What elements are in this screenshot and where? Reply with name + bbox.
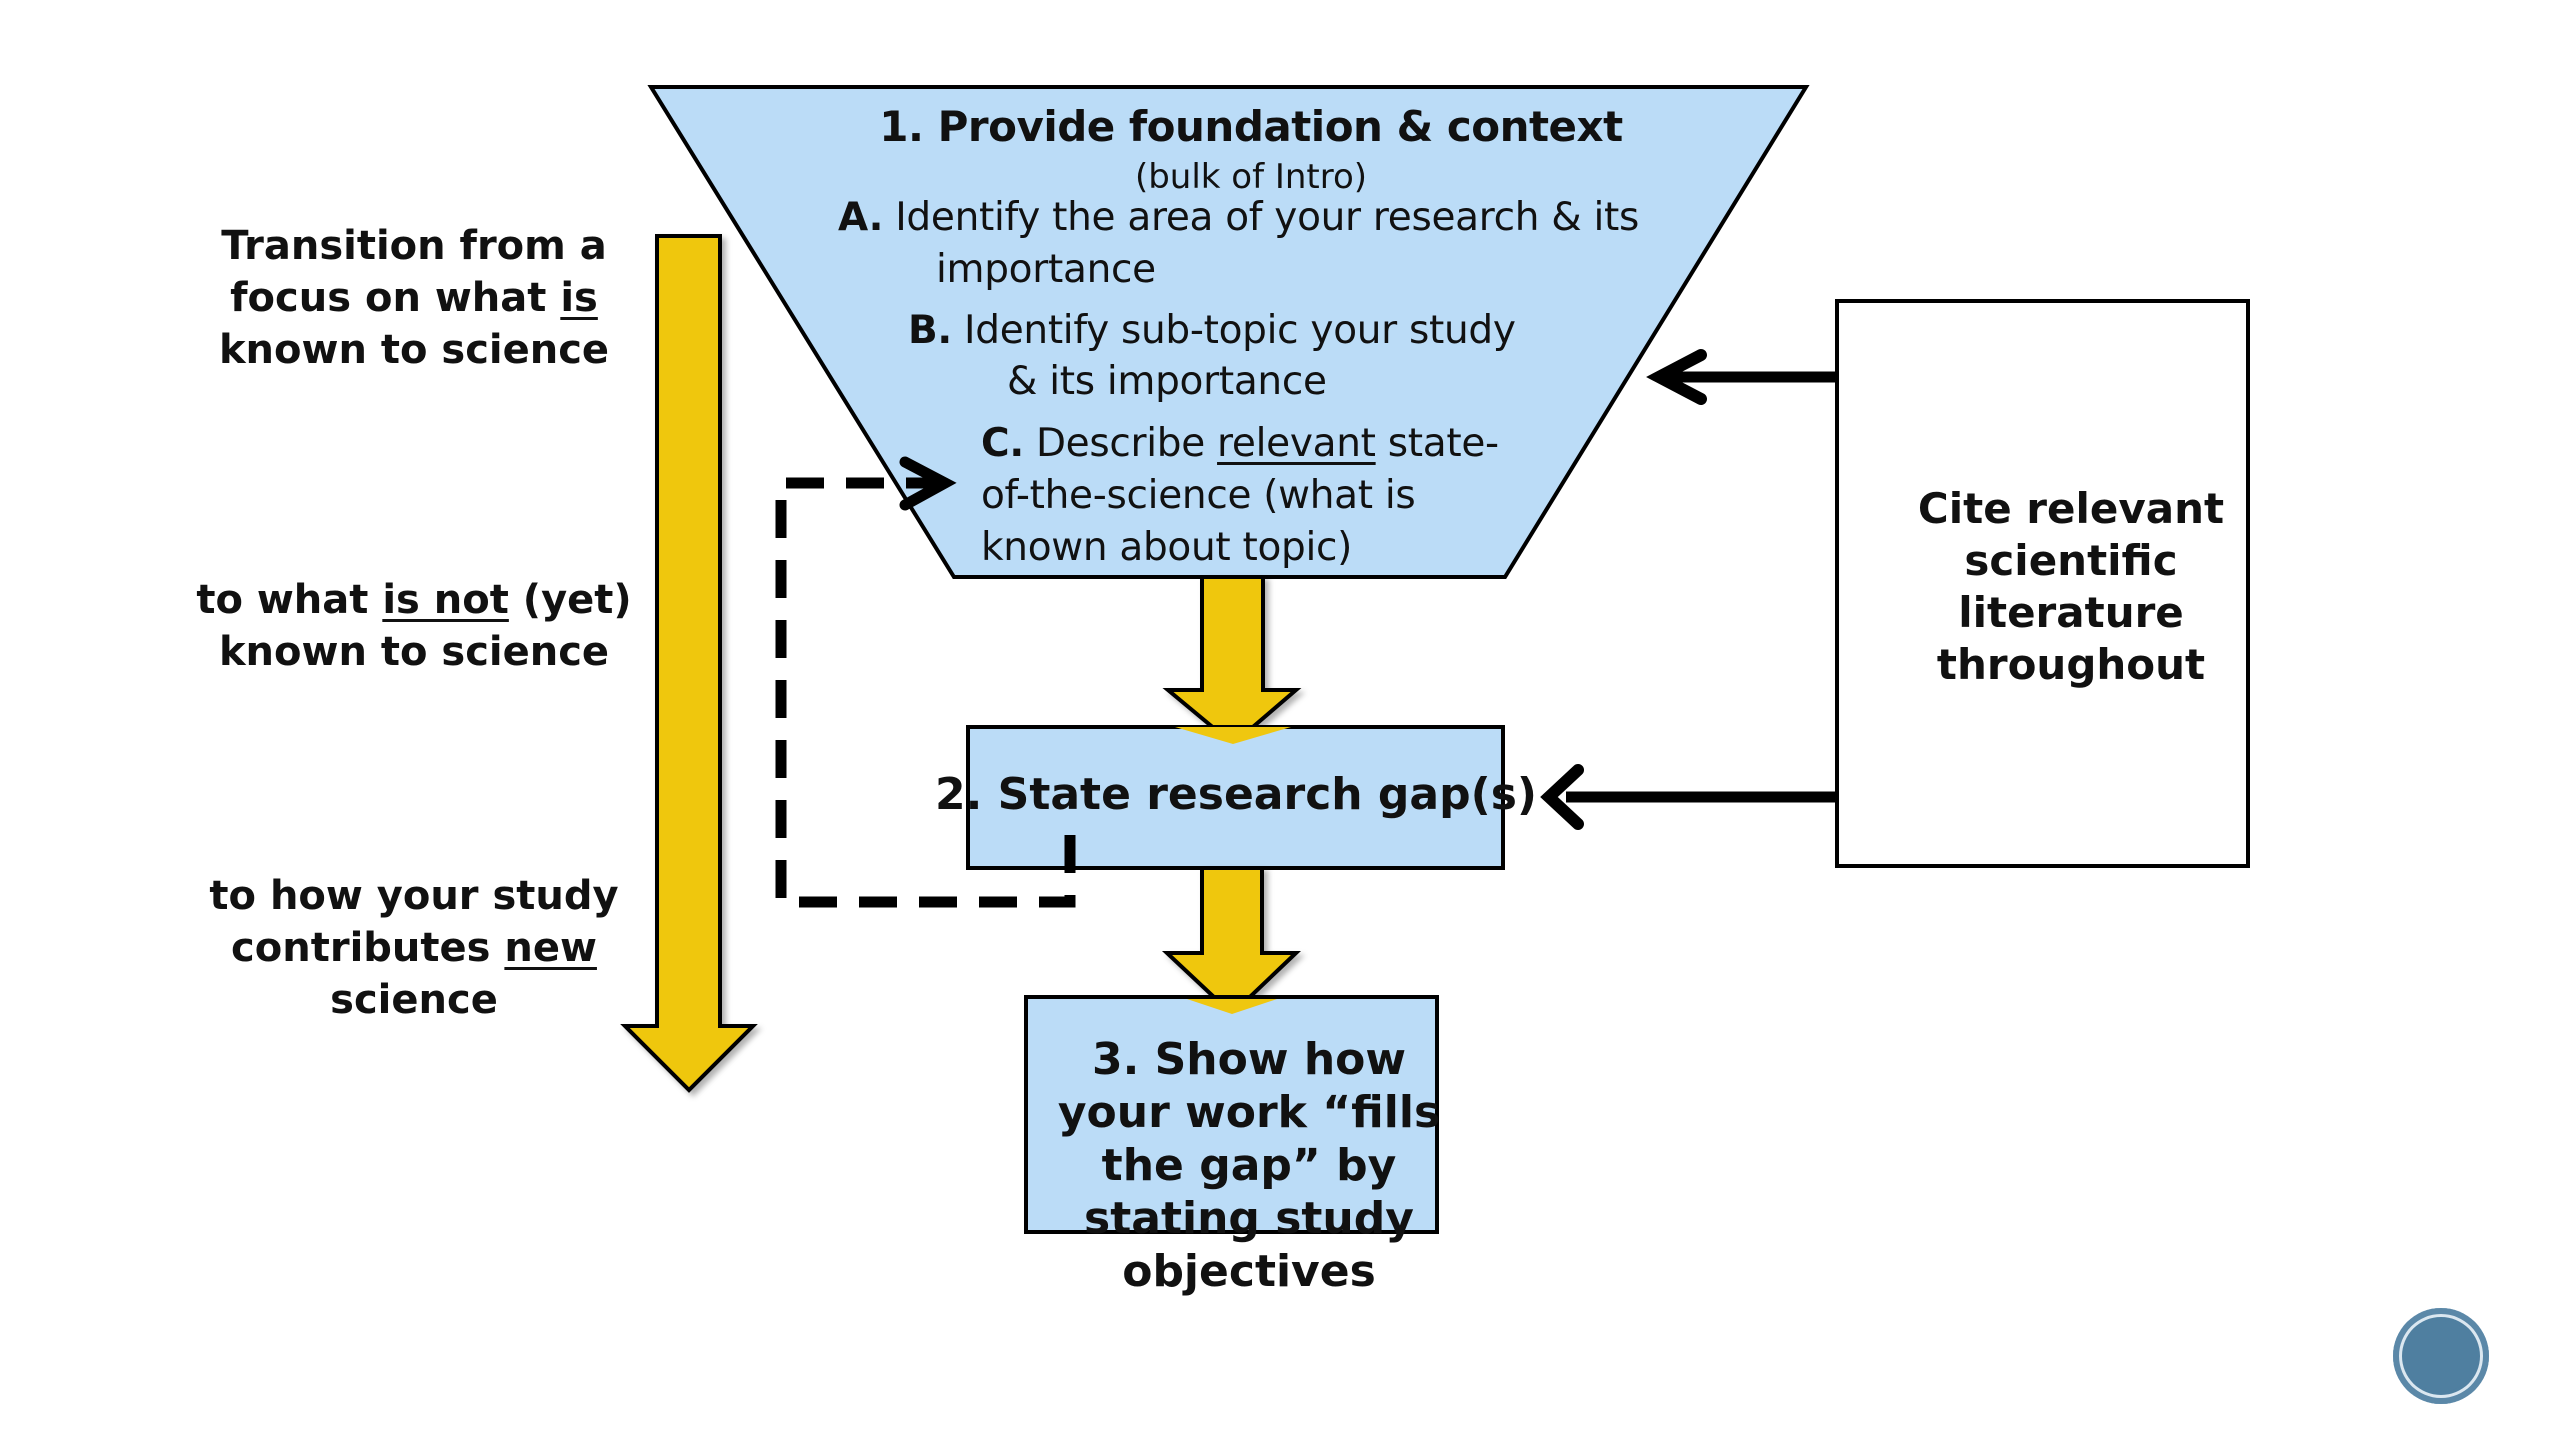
item-b-marker: B. [908,308,952,353]
funnel-item-a-line1: A. Identify the area of your research & … [838,198,1639,237]
underlined-is: is [560,275,598,321]
cite-line: literature [1958,588,2184,637]
objectives-line: stating study [1084,1193,1414,1244]
box-objectives [1024,995,1439,1234]
funnel-item-c-line3: known about topic) [981,525,1353,570]
cite-line: Cite relevant [1917,484,2225,533]
left-text-known: Transition from a focus on what is known… [219,220,609,376]
box-objectives-text: 3. Show how your work “fills the gap” by… [1058,1033,1440,1298]
item-c-text: Describe [1023,421,1218,466]
arrow-tip-gap [1175,727,1291,744]
dashed-feedback-arrowhead [899,456,957,511]
arrow-tip-objectives [1187,999,1277,1014]
funnel-item-a-line2: importance [936,247,1156,292]
box-cite-literature [1835,299,2250,868]
objectives-line: objectives [1122,1246,1376,1297]
circular-logo-icon[interactable] [2393,1308,2489,1404]
text-fragment: focus on what [230,275,561,321]
funnel-subtitle: (bulk of Intro) [1134,157,1368,197]
left-text-not-known-line1: to what is not (yet) [196,574,631,626]
cite-literature-text: Cite relevant scientific literature thro… [1918,483,2224,691]
objectives-line: the gap” by [1101,1140,1397,1191]
item-c-marker: C. [981,421,1024,466]
cite-line: throughout [1936,640,2206,689]
item-a-marker: A. [838,195,884,240]
left-text-new-line3: science [330,977,498,1023]
objectives-line: your work “fills [1057,1087,1441,1138]
funnel-item-b-line1: B. Identify sub-topic your study [908,311,1516,350]
box-research-gap [966,725,1505,870]
left-text-new-line1: to how your study [209,873,619,919]
funnel-title: 1. Provide foundation & context [879,102,1623,151]
cite-line: scientific [1964,536,2178,585]
item-c-text: state- [1375,421,1499,466]
arrow-cite-to-funnel-head [1646,349,1707,405]
item-b-text: Identify sub-topic your study [951,308,1516,353]
funnel-shape [647,85,1810,579]
funnel-item-c-line1: C. Describe relevant state- [981,424,1499,463]
left-text-not-known-line2: known to science [218,629,610,675]
text-fragment: (yet) [508,577,632,623]
left-text-new-science: to how your study contributes new scienc… [209,870,618,1026]
left-text-known-line2: focus on what is [219,272,609,324]
left-text-not-known: to what is not (yet) known to science [196,574,631,678]
item-a-text: Identify the area of your research & its [883,195,1640,240]
arrow-cite-to-gap-head [1540,764,1584,830]
left-text-known-line1: Transition from a [221,223,607,269]
underlined-relevant: relevant [1217,421,1376,466]
left-text-new-line2: contributes new [209,922,618,974]
underlined-new: new [504,925,597,971]
objectives-line: 3. Show how [1091,1034,1407,1085]
transition-arrow [620,234,758,1093]
left-text-known-line3: known to science [218,327,610,373]
funnel-item-c-line2: of-the-science (what is [981,473,1416,518]
text-fragment: contributes [231,925,505,971]
box-research-gap-label: 2. State research gap(s) [934,769,1538,820]
arrow-funnel-to-gap [1162,575,1302,747]
funnel-item-b-line2: & its importance [1007,359,1327,404]
arrow-gap-to-objectives [1161,866,1301,1017]
text-fragment: to what [196,577,383,623]
underlined-is-not: is not [382,577,509,623]
